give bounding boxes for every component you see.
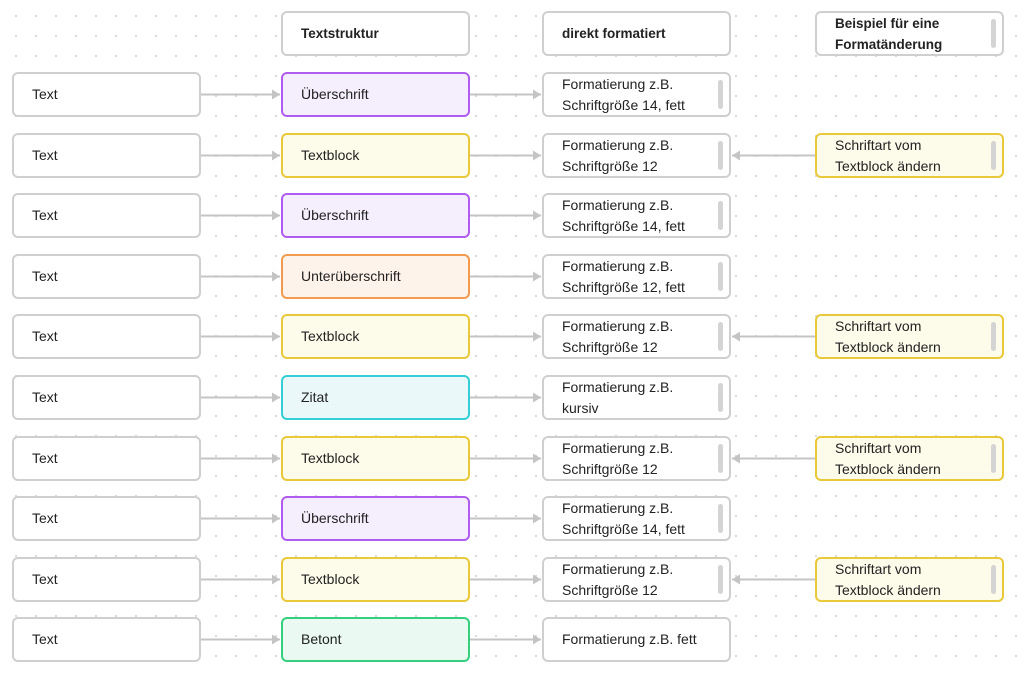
header-direkt-formatiert-label: direkt formatiert: [562, 26, 666, 41]
structure-node-textblock-label: Textblock: [301, 571, 360, 587]
format-node-label: Formatierung z.B. kursiv: [562, 378, 674, 416]
structure-node-subheading-label: Unterüberschrift: [301, 268, 401, 284]
connector-structure-format-arrowhead: [533, 89, 541, 100]
structure-node-heading-label: Überschrift: [301, 207, 369, 223]
source-node: Text: [12, 133, 201, 178]
structure-node-heading: Überschrift: [281, 496, 470, 541]
structure-node-textblock-label: Textblock: [301, 328, 360, 344]
structure-node-quote-label: Zitat: [301, 389, 329, 405]
connector-source-structure-arrowhead: [272, 210, 280, 221]
example-node-label: Schriftart vom Textblock ändern: [835, 317, 941, 355]
source-node: Text: [12, 72, 201, 117]
connector-structure-format-arrowhead: [533, 574, 541, 585]
source-node-label: Text: [32, 86, 58, 102]
structure-node-quote: Zitat: [281, 375, 470, 420]
source-node-label: Text: [32, 571, 58, 587]
structure-node-heading-label: Überschrift: [301, 510, 369, 526]
connector-structure-format-arrowhead: [533, 634, 541, 645]
source-node-label: Text: [32, 389, 58, 405]
connector-structure-format-arrowhead: [533, 453, 541, 464]
structure-node-textblock: Textblock: [281, 314, 470, 359]
connector-source-structure-arrowhead: [272, 453, 280, 464]
source-node: Text: [12, 436, 201, 481]
structure-node-heading-label: Überschrift: [301, 86, 369, 102]
example-node: Schriftart vom Textblock ändern: [815, 314, 1004, 359]
format-node: Formatierung z.B. Schriftgröße 12, fett: [542, 254, 731, 299]
example-node-label: Schriftart vom Textblock ändern: [835, 439, 941, 477]
connector-example-format-arrowhead: [732, 331, 740, 342]
format-node: Formatierung z.B. kursiv: [542, 375, 731, 420]
source-node-label: Text: [32, 147, 58, 163]
example-node-label: Schriftart vom Textblock ändern: [835, 136, 941, 174]
connector-source-structure-arrowhead: [272, 331, 280, 342]
format-node: Formatierung z.B. Schriftgröße 14, fett: [542, 496, 731, 541]
header-beispiel-label: Beispiel für eine Formatänderung: [835, 15, 943, 52]
format-node-label: Formatierung z.B. Schriftgröße 12, fett: [562, 257, 685, 295]
example-node-label: Schriftart vom Textblock ändern: [835, 560, 941, 598]
structure-node-textblock-label: Textblock: [301, 450, 360, 466]
source-node: Text: [12, 254, 201, 299]
structure-node-emphasis: Betont: [281, 617, 470, 662]
format-node-label: Formatierung z.B. Schriftgröße 12: [562, 439, 674, 477]
source-node-label: Text: [32, 631, 58, 647]
connector-structure-format-arrowhead: [533, 150, 541, 161]
connector-structure-format-arrowhead: [533, 331, 541, 342]
source-node-label: Text: [32, 510, 58, 526]
source-node: Text: [12, 557, 201, 602]
format-node-label: Formatierung z.B. fett: [562, 631, 697, 647]
format-node-label: Formatierung z.B. Schriftgröße 12: [562, 560, 674, 598]
format-node-label: Formatierung z.B. Schriftgröße 14, fett: [562, 499, 685, 537]
format-node: Formatierung z.B. Schriftgröße 12: [542, 133, 731, 178]
connector-structure-format-arrowhead: [533, 513, 541, 524]
source-node: Text: [12, 193, 201, 238]
structure-node-textblock: Textblock: [281, 133, 470, 178]
connector-source-structure-arrowhead: [272, 89, 280, 100]
structure-node-heading: Überschrift: [281, 72, 470, 117]
structure-node-textblock: Textblock: [281, 557, 470, 602]
format-node: Formatierung z.B. Schriftgröße 12: [542, 557, 731, 602]
connector-source-structure-arrowhead: [272, 150, 280, 161]
connector-source-structure-arrowhead: [272, 574, 280, 585]
source-node-label: Text: [32, 268, 58, 284]
structure-node-textblock-label: Textblock: [301, 147, 360, 163]
connector-source-structure-arrowhead: [272, 271, 280, 282]
connector-example-format-arrowhead: [732, 150, 740, 161]
format-node: Formatierung z.B. fett: [542, 617, 731, 662]
example-node: Schriftart vom Textblock ändern: [815, 436, 1004, 481]
header-direkt-formatiert: direkt formatiert: [542, 11, 731, 56]
source-node-label: Text: [32, 328, 58, 344]
connector-structure-format-arrowhead: [533, 210, 541, 221]
source-node: Text: [12, 496, 201, 541]
connector-source-structure-arrowhead: [272, 513, 280, 524]
connector-source-structure-arrowhead: [272, 634, 280, 645]
example-node: Schriftart vom Textblock ändern: [815, 133, 1004, 178]
connector-example-format-arrowhead: [732, 574, 740, 585]
source-node-label: Text: [32, 450, 58, 466]
connector-structure-format-arrowhead: [533, 392, 541, 403]
format-node-label: Formatierung z.B. Schriftgröße 14, fett: [562, 75, 685, 113]
format-node: Formatierung z.B. Schriftgröße 12: [542, 436, 731, 481]
example-node: Schriftart vom Textblock ändern: [815, 557, 1004, 602]
format-node-label: Formatierung z.B. Schriftgröße 14, fett: [562, 196, 685, 234]
format-node-label: Formatierung z.B. Schriftgröße 12: [562, 136, 674, 174]
format-node: Formatierung z.B. Schriftgröße 12: [542, 314, 731, 359]
source-node: Text: [12, 314, 201, 359]
source-node-label: Text: [32, 207, 58, 223]
source-node: Text: [12, 617, 201, 662]
connector-source-structure-arrowhead: [272, 392, 280, 403]
structure-node-emphasis-label: Betont: [301, 631, 342, 647]
source-node: Text: [12, 375, 201, 420]
structure-node-heading: Überschrift: [281, 193, 470, 238]
structure-node-textblock: Textblock: [281, 436, 470, 481]
header-textstruktur: Textstruktur: [281, 11, 470, 56]
format-node: Formatierung z.B. Schriftgröße 14, fett: [542, 72, 731, 117]
connector-example-format-arrowhead: [732, 453, 740, 464]
header-beispiel: Beispiel für eine Formatänderung: [815, 11, 1004, 56]
format-node: Formatierung z.B. Schriftgröße 14, fett: [542, 193, 731, 238]
format-node-label: Formatierung z.B. Schriftgröße 12: [562, 317, 674, 355]
structure-node-subheading: Unterüberschrift: [281, 254, 470, 299]
connector-structure-format-arrowhead: [533, 271, 541, 282]
header-textstruktur-label: Textstruktur: [301, 26, 379, 41]
